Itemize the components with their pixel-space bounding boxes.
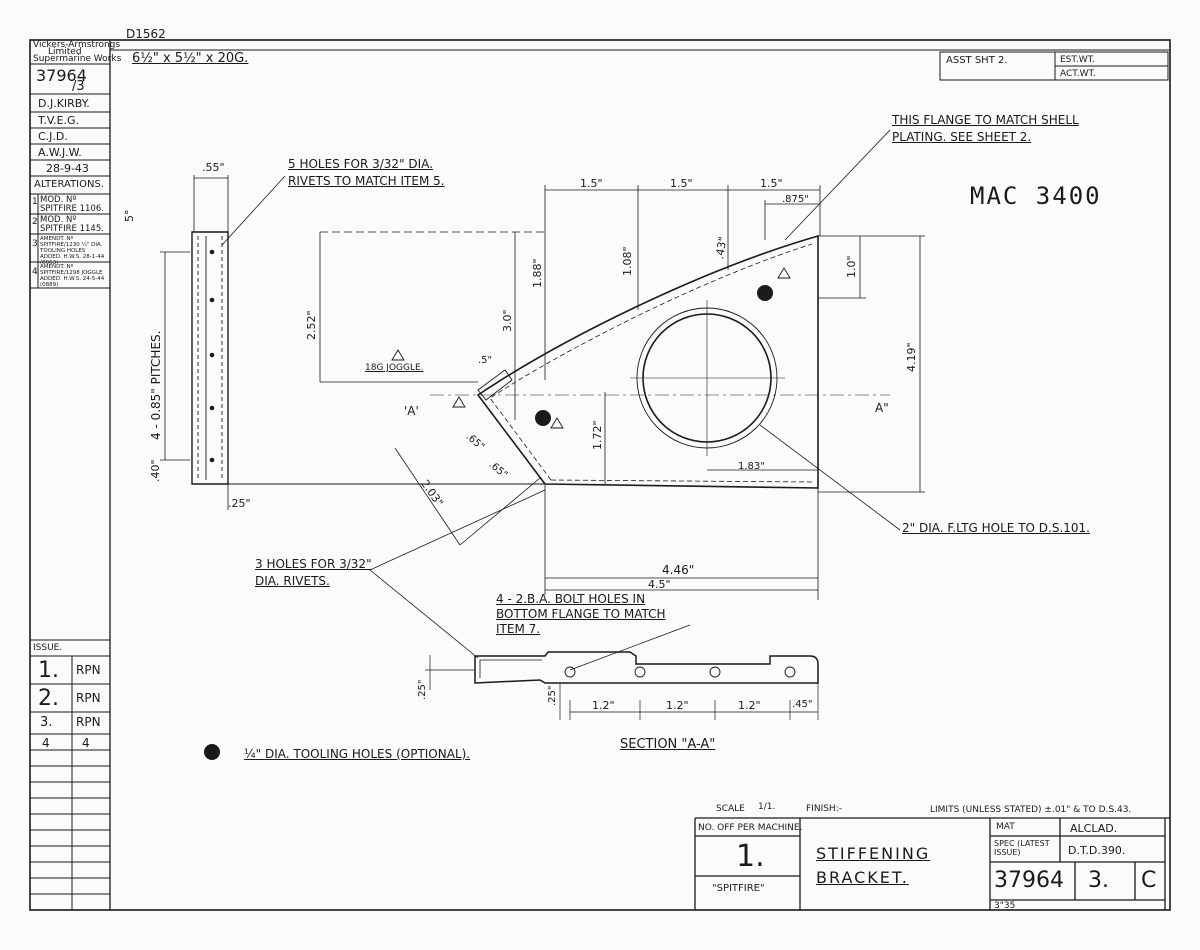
- part-name-line-2: BRACKET.: [816, 868, 909, 887]
- issue-1-initials: RPN: [76, 663, 101, 677]
- sheet-border: [29, 39, 1171, 911]
- drawing-date: 28-9-43: [46, 162, 89, 175]
- dim-0-875: .875": [782, 194, 809, 205]
- checked-by: C.J.D.: [38, 130, 68, 143]
- lightening-hole-note: 2" DIA. F.LTG HOLE TO D.S.101.: [902, 521, 1090, 535]
- section-dim-1-2-b: 1.2": [666, 699, 689, 712]
- section-dim-0-45: .45": [792, 699, 813, 710]
- section-dim-0-25-a: .25": [417, 679, 428, 700]
- material-size: 6½" x 5½" x 20G.: [132, 51, 249, 66]
- act-wt-label: ACT.WT.: [1060, 69, 1096, 79]
- section-a-right-marker: A": [875, 401, 889, 415]
- no-off-value: 1.: [736, 839, 765, 874]
- dim-3-0: 3.0": [501, 309, 514, 332]
- issue-2-initials: RPN: [76, 691, 101, 705]
- joggle-note: 18G JOGGLE.: [365, 363, 424, 373]
- part-name-line-1: STIFFENING: [816, 844, 931, 863]
- pitches-note: 4 - 0.85" PITCHES.: [149, 330, 163, 440]
- title-block-lines: [694, 817, 1170, 910]
- alteration-2-no: 2: [32, 217, 38, 227]
- issue-3-initials: RPN: [76, 715, 101, 729]
- dim-0-55: .55": [202, 161, 225, 174]
- alteration-2-text: MOD. Nº SPITFIRE 1145.: [40, 215, 104, 234]
- side-drawing-number: 37964: [36, 66, 87, 85]
- issue-title: ISSUE.: [33, 643, 63, 653]
- traced-by: T.V.E.G.: [38, 114, 79, 127]
- dim-4-19: 4.19": [905, 342, 918, 372]
- section-title: SECTION "A-A": [620, 737, 716, 752]
- approved-by: A.W.J.W.: [38, 146, 82, 159]
- side-sheet-number: /3: [72, 79, 85, 94]
- dim-0-5-joggle: .5": [478, 355, 493, 366]
- bracket-plan-view: [215, 129, 925, 671]
- alteration-3-no: 3: [32, 239, 38, 249]
- dim-1-5-a: 1.5": [580, 177, 603, 190]
- issue-4: 4: [42, 736, 50, 750]
- section-dim-1-2-c: 1.2": [738, 699, 761, 712]
- alteration-1-no: 1: [32, 197, 38, 207]
- finish-label: FINISH:-: [806, 804, 842, 814]
- issue-1: 1.: [38, 658, 59, 683]
- flange-match-note: THIS FLANGE TO MATCH SHELL PLATING. SEE …: [892, 113, 1079, 144]
- dim-1-88: 1.88": [531, 258, 544, 288]
- asst-sheet-label: ASST SHT 2.: [946, 55, 1008, 66]
- issue-2: 2.: [38, 686, 59, 711]
- no-off-label: NO. OFF PER MACHINE.: [698, 823, 803, 833]
- est-wt-label: EST.WT.: [1060, 55, 1095, 65]
- tooling-holes-note: ¼" DIA. TOOLING HOLES (OPTIONAL).: [244, 747, 471, 761]
- spec-value: D.T.D.390.: [1068, 844, 1126, 857]
- rivet-holes-3-note: 3 HOLES FOR 3/32" DIA. RIVETS.: [255, 557, 372, 588]
- rivet-holes-5-note: 5 HOLES FOR 3/32" DIA. RIVETS TO MATCH I…: [288, 157, 445, 188]
- section-a-a-view: [425, 651, 819, 720]
- company-name-2: Limited: [48, 47, 82, 57]
- dim-1-72: 1.72": [591, 420, 604, 450]
- dim-1-08: 1.08": [621, 246, 634, 276]
- company-name-3: Supermarine Works: [33, 54, 122, 64]
- handwritten-reference: MAC 3400: [970, 182, 1102, 210]
- bolt-holes-note: 4 - 2.B.A. BOLT HOLES IN BOTTOM FLANGE T…: [496, 592, 666, 636]
- section-dim-1-2-a: 1.2": [592, 699, 615, 712]
- dim-0-25: .25": [228, 497, 251, 510]
- drawing-ref: D1562: [126, 27, 166, 41]
- title-suffix: C: [1141, 868, 1157, 893]
- issue-4-initials: 4: [82, 736, 90, 750]
- alteration-3-text: AMENDT. Nº SPITFIRE/1230 ¼" DIA. TOOLING…: [40, 236, 105, 266]
- limits-note: LIMITS (UNLESS STATED) ±.01" & TO D.S.43…: [930, 805, 1132, 815]
- dim-2-52: 2.52": [305, 310, 318, 340]
- alteration-4-text: AMENDT. Nº SPITFIRE/1298 JOGGLE ADDED. H…: [40, 264, 105, 288]
- title-drawing-number: 37964: [994, 868, 1064, 893]
- scale-label: SCALE: [716, 804, 745, 814]
- dim-4-46: 4.46": [662, 563, 695, 577]
- title-issue-number: 3.: [1088, 868, 1109, 893]
- dim-1-5-c: 1.5": [760, 177, 783, 190]
- spec-label: SPEC (LATEST ISSUE): [994, 839, 1050, 857]
- dim-1-0: 1.0": [845, 255, 858, 278]
- title-footnote: 3"35: [994, 901, 1016, 911]
- drawn-by: D.J.KIRBY.: [38, 97, 90, 110]
- dim-4-5: 4.5": [648, 578, 671, 591]
- flange-side-view: [160, 175, 229, 510]
- dim-1-83: 1.83": [738, 461, 765, 472]
- dim-1-5-b: 1.5": [670, 177, 693, 190]
- dim-5-deg: 5°: [123, 209, 136, 223]
- section-a-left-marker: 'A': [404, 404, 419, 418]
- dim-0-40: .40": [149, 459, 162, 482]
- section-dim-0-25-b: .25": [547, 685, 558, 706]
- issue-3: 3.: [40, 715, 53, 730]
- scale-value: 1/1.: [758, 802, 776, 812]
- alterations-title: ALTERATIONS.: [34, 179, 105, 190]
- material-label: MAT: [996, 822, 1015, 832]
- alteration-4-no: 4: [32, 267, 38, 277]
- aircraft-name: "SPITFIRE": [712, 883, 765, 894]
- company-name-1: Vickers-Armstrongs: [33, 40, 121, 50]
- material-value: ALCLAD.: [1070, 822, 1118, 835]
- alteration-1-text: MOD. Nº SPITFIRE 1106.: [40, 195, 104, 214]
